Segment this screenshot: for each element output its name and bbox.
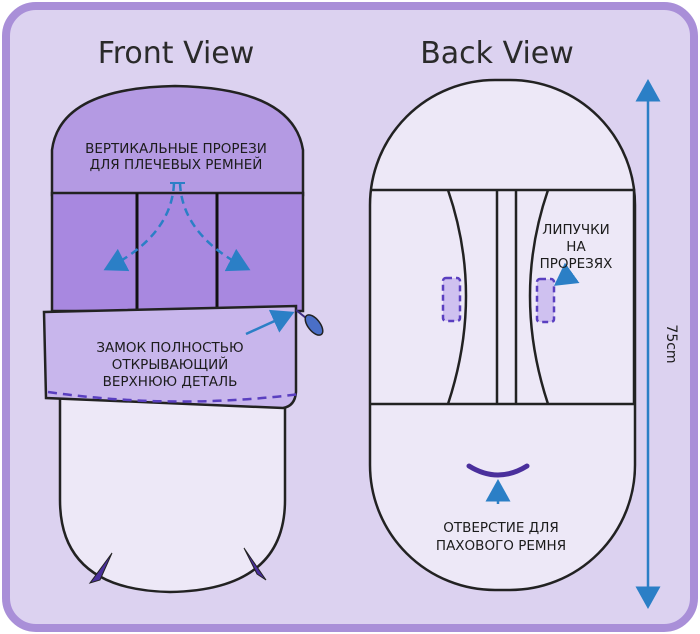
- back-view: [368, 78, 637, 592]
- zipper-label-line2: ОТКРЫВАЮЩИЙ: [112, 355, 229, 373]
- back-bag-body: [368, 78, 637, 592]
- zipper-pull-icon: [295, 309, 324, 336]
- velcro-label-line2: НА: [566, 239, 586, 255]
- velcro-patch-right: [535, 277, 556, 324]
- dimension-label: 75cm: [663, 324, 679, 363]
- leg-slit-left: [88, 552, 113, 584]
- strap-arrow-right: [178, 182, 251, 272]
- zipper-stitch-line: [47, 390, 301, 403]
- velcro-arrow: [553, 262, 580, 286]
- zipper-arrow: [245, 309, 295, 336]
- front-flap: [42, 304, 298, 410]
- crotch-label-line1: ОТВЕРСТИЕ ДЛЯ: [443, 520, 558, 536]
- back-view-title: Back View: [420, 36, 574, 71]
- back-curve-right: [528, 189, 550, 405]
- shoulder-slots-label-line1: ВЕРТИКАЛЬНЫЕ ПРОРЕЗИ: [85, 141, 267, 157]
- velcro-label-line3: ПРОРЕЗЯХ: [540, 256, 613, 272]
- crotch-label-line2: ПАХОВОГО РЕМНЯ: [436, 538, 566, 554]
- back-harness-panel: [371, 188, 636, 406]
- front-view: [42, 84, 324, 594]
- front-hood: [50, 84, 305, 197]
- zipper-label-line3: ВЕРХНЮЮ ДЕТАЛЬ: [103, 374, 238, 390]
- strap-arrow-left: [103, 182, 176, 272]
- front-shoulder-panel: [50, 191, 305, 313]
- shoulder-slots-label-line2: ДЛЯ ПЛЕЧЕВЫХ РЕМНЕЙ: [90, 155, 263, 173]
- leg-slit-right: [243, 547, 267, 581]
- velcro-label-line1: ЛИПУЧКИ: [542, 222, 610, 238]
- velcro-patch-left: [441, 276, 462, 323]
- front-view-title: Front View: [98, 36, 255, 71]
- zipper-label-line1: ЗАМОК ПОЛНОСТЬЮ: [96, 340, 243, 356]
- crotch-strap-opening: [466, 463, 530, 478]
- back-curve-left: [446, 189, 468, 405]
